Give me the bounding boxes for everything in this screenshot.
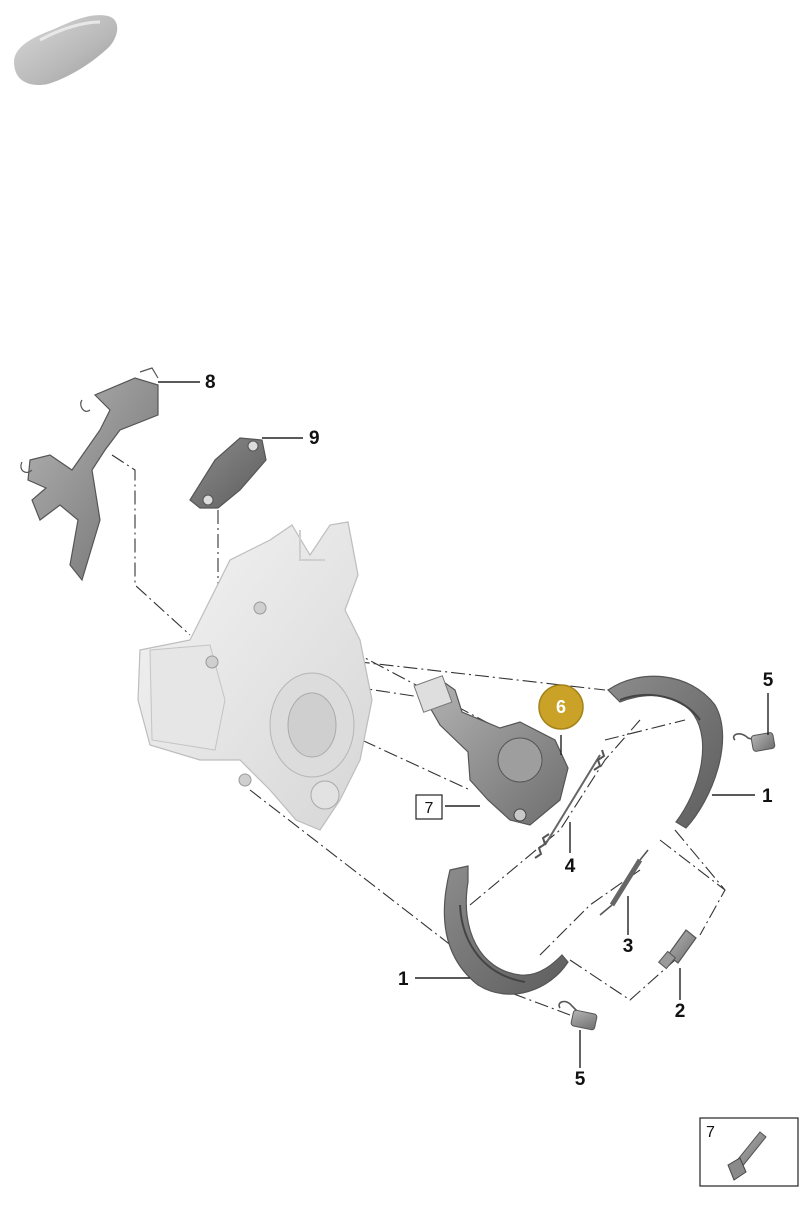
callout-2-label: 2 bbox=[675, 1001, 686, 1022]
callout-4[interactable]: 4 bbox=[565, 856, 576, 877]
callout-7-label: 7 bbox=[425, 800, 434, 817]
bolt-icon bbox=[727, 1131, 767, 1181]
callout-4-label: 4 bbox=[565, 856, 576, 877]
callout-7-frame bbox=[415, 794, 443, 820]
callout-7-box[interactable]: 7 bbox=[415, 794, 443, 820]
callout-5-top-label: 5 bbox=[763, 670, 774, 691]
callout-1-right-label: 1 bbox=[762, 786, 773, 807]
gasket-plate bbox=[189, 437, 267, 509]
callout-1-left-label: 1 bbox=[398, 969, 409, 990]
callout-9[interactable]: 9 bbox=[309, 428, 320, 449]
callout-1-left[interactable]: 1 bbox=[398, 969, 409, 990]
brake-shoe-left bbox=[443, 865, 569, 995]
wheel-carrier bbox=[137, 521, 373, 831]
brake-shoe-right bbox=[607, 675, 724, 829]
callout-3[interactable]: 3 bbox=[623, 936, 634, 957]
inset-label: 7 bbox=[706, 1124, 715, 1141]
spring-lower bbox=[599, 849, 649, 916]
callout-2[interactable]: 2 bbox=[675, 1001, 686, 1022]
spring-upper bbox=[534, 749, 606, 859]
inset-bolt-box[interactable]: 7 bbox=[699, 1117, 799, 1187]
callout-5-top[interactable]: 5 bbox=[763, 670, 774, 691]
callout-9-label: 9 bbox=[309, 428, 320, 449]
adjuster bbox=[657, 929, 697, 970]
callout-8[interactable]: 8 bbox=[205, 372, 216, 393]
car-silhouette-icon bbox=[14, 15, 118, 86]
retainer-bottom bbox=[558, 1000, 598, 1031]
callout-1-right[interactable]: 1 bbox=[762, 786, 773, 807]
highlight-circle bbox=[538, 684, 584, 730]
bracket bbox=[20, 367, 159, 582]
callout-6-highlight[interactable]: 6 bbox=[538, 684, 584, 730]
actuator bbox=[413, 675, 569, 826]
callout-6-label: 6 bbox=[556, 697, 566, 717]
callout-5-bottom-label: 5 bbox=[575, 1069, 586, 1090]
callout-3-label: 3 bbox=[623, 936, 634, 957]
leader-lines bbox=[158, 381, 769, 1068]
callout-8-label: 8 bbox=[205, 372, 216, 393]
retainer-top bbox=[732, 732, 776, 752]
callout-5-bottom[interactable]: 5 bbox=[575, 1069, 586, 1090]
